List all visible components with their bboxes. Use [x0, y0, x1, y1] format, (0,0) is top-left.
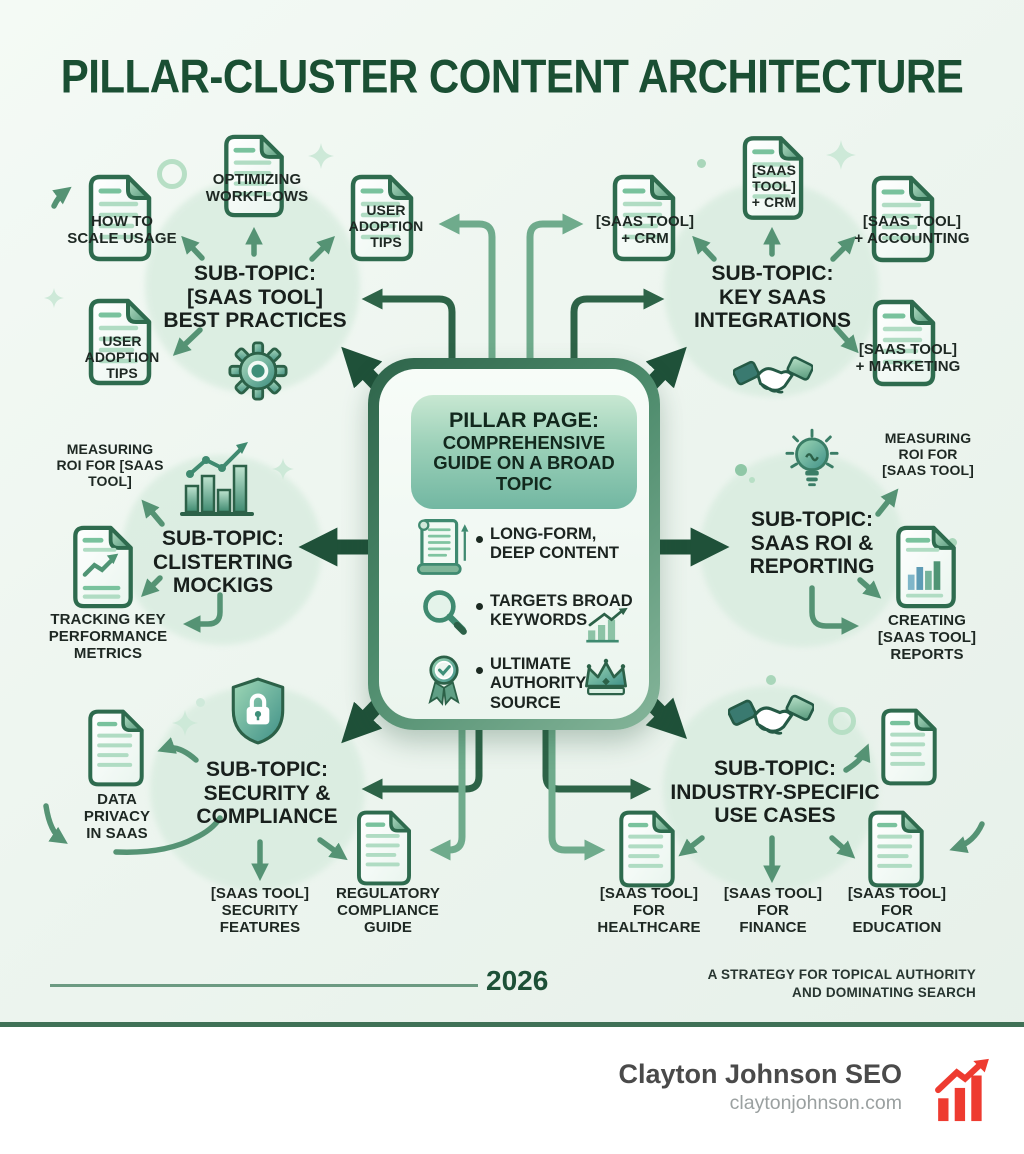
year-label: 2026 [486, 965, 549, 996]
pillar-bullet-2: TARGETS BROAD KEYWORDS [490, 592, 633, 630]
dot-decoration [735, 464, 747, 476]
document-trend-icon [71, 525, 135, 609]
subtopic-title-industry: SUB-TOPIC: INDUSTRY-SPECIFIC USE CASES [670, 757, 880, 828]
doc-label: [SAAS TOOL] + CRM [751, 162, 797, 210]
award-ribbon-icon [428, 655, 460, 706]
dot-decoration [196, 698, 205, 707]
footer-bar [0, 1027, 1024, 1154]
handshake-icon [733, 350, 813, 404]
cluster-label: TRACKING KEY PERFORMANCE METRICS [48, 611, 168, 662]
pillar-page-header: PILLAR PAGE: COMPREHENSIVE GUIDE ON A BR… [411, 395, 637, 509]
subtopic-title-security: SUB-TOPIC: SECURITY & COMPLIANCE [196, 758, 338, 829]
mini-chart-icon [586, 607, 628, 643]
bullet-dot [476, 536, 483, 543]
footer-divider [0, 1022, 1024, 1027]
document-chart-icon [894, 525, 958, 609]
cluster-label: REGULATORY COMPLIANCE GUIDE [335, 885, 441, 936]
bullet-dot [476, 667, 483, 674]
magnifier-icon [423, 590, 467, 635]
footer-rule [50, 984, 478, 987]
subtopic-title-integrations: SUB-TOPIC: KEY SAAS INTEGRATIONS [693, 262, 852, 333]
ring-decoration [828, 707, 856, 735]
shield-lock-icon [231, 677, 285, 745]
scroll-icon [416, 519, 469, 575]
document-icon [86, 709, 146, 787]
doc-label: [SAAS TOOL] + MARKETING [855, 341, 961, 375]
cluster-label: MEASURING ROI FOR [SAAS TOOL] [882, 430, 974, 478]
red-growth-chart-logo-icon [935, 1058, 989, 1122]
doc-label: HOW TO SCALE USAGE [67, 213, 177, 247]
doc-label: OPTIMIZING WORKFLOWS [205, 171, 309, 205]
dot-decoration [697, 159, 706, 168]
cluster-label: MEASURING ROI FOR [SAAS TOOL] [56, 441, 164, 489]
doc-label: USER ADOPTION TIPS [348, 202, 424, 250]
subtopic-title-clustering: SUB-TOPIC: CLISTERTING MOCKIGS [153, 527, 293, 598]
bullet-dot [476, 603, 483, 610]
dot-decoration [948, 538, 957, 547]
brand-block: Clayton Johnson SEO claytonjohnson.com [618, 1059, 902, 1115]
dot-decoration [766, 675, 776, 685]
doc-label: USER ADOPTION TIPS [84, 333, 160, 381]
pillar-bullet-1: LONG-FORM, DEEP CONTENT [490, 525, 619, 563]
brand-name: Clayton Johnson SEO [618, 1059, 902, 1089]
cluster-blob-mid-right [700, 452, 905, 647]
pillar-page-panel: PILLAR PAGE: COMPREHENSIVE GUIDE ON A BR… [379, 369, 649, 719]
doc-label: [SAAS TOOL] + ACCOUNTING [854, 213, 970, 247]
pillar-heading: PILLAR PAGE: [448, 408, 600, 433]
gear-icon [228, 341, 288, 401]
tagline: A STRATEGY FOR TOPICAL AUTHORITY AND DOM… [707, 967, 976, 1001]
pillar-page-box: PILLAR PAGE: COMPREHENSIVE GUIDE ON A BR… [368, 358, 660, 730]
document-icon [353, 810, 415, 886]
doc-label: [SAAS TOOL] + CRM [595, 213, 695, 247]
subtopic-title-best-practices: SUB-TOPIC: [SAAS TOOL] BEST PRACTICES [163, 262, 347, 333]
dot-decoration [749, 477, 755, 483]
cluster-label: [SAAS TOOL] FOR FINANCE [723, 885, 823, 936]
bar-chart-icon [180, 442, 254, 516]
cluster-label: CREATING [SAAS TOOL] REPORTS [877, 612, 977, 663]
pillar-bullet-3: ULTIMATE AUTHORITY SOURCE [490, 655, 587, 712]
cluster-label: [SAAS TOOL] FOR HEALTHCARE [597, 885, 701, 936]
subtopic-title-roi-reporting: SUB-TOPIC: SAAS ROI & REPORTING [749, 508, 875, 579]
brand-website: claytonjohnson.com [729, 1091, 902, 1114]
cluster-label: [SAAS TOOL] FOR EDUCATION [847, 885, 947, 936]
ring-decoration [157, 159, 187, 189]
cluster-label: [SAAS TOOL] SECURITY FEATURES [210, 885, 310, 936]
handshake-icon [728, 688, 814, 746]
page-title: PILLAR-CLUSTER CONTENT ARCHITECTURE [60, 50, 964, 103]
crown-icon [585, 658, 627, 696]
doc-label: DATA PRIVACY IN SAAS [83, 791, 151, 842]
lightbulb-icon [785, 428, 839, 487]
pillar-subheading: COMPREHENSIVE GUIDE ON A BROAD TOPIC [433, 431, 615, 495]
